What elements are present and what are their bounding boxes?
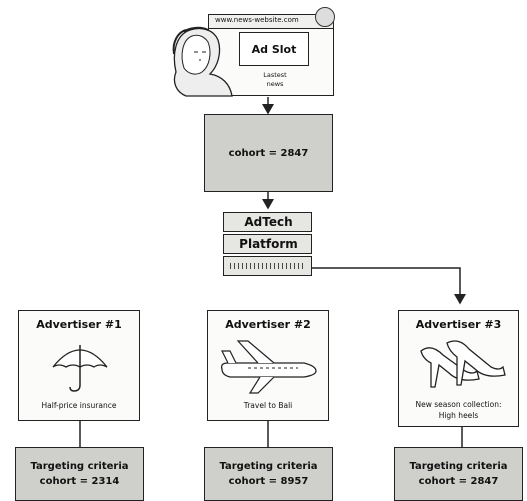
server-vent-lines bbox=[230, 263, 306, 269]
criteria-1-line-1: Targeting criteria bbox=[30, 461, 129, 472]
targeting-criteria-3: Targeting criteria cohort = 2847 bbox=[394, 447, 523, 501]
ad-slot-label: Ad Slot bbox=[251, 42, 297, 56]
advertiser-2-caption: Travel to Bali bbox=[243, 401, 293, 410]
criteria-1-line-2: cohort = 2314 bbox=[39, 476, 120, 487]
url-text: www.news-website.com bbox=[215, 16, 299, 24]
cohort-box: cohort = 2847 bbox=[204, 114, 333, 192]
umbrella-icon bbox=[52, 345, 108, 392]
high-heels-icon bbox=[420, 340, 506, 388]
advertiser-card-2: Advertiser #2 Travel to Bali bbox=[207, 310, 329, 421]
advertiser-3-title: Advertiser #3 bbox=[415, 318, 502, 331]
adtech-platform: AdTech Platform bbox=[223, 212, 312, 278]
server-slot-top: AdTech bbox=[223, 212, 312, 232]
criteria-3-line-2: cohort = 2847 bbox=[418, 476, 499, 487]
advertiser-3-caption: New season collection: High heels bbox=[399, 399, 518, 421]
advertiser-3-caption-line-1: New season collection: bbox=[415, 400, 502, 409]
adtech-line-2: Platform bbox=[239, 237, 298, 251]
news-text: Lastest news bbox=[247, 71, 303, 89]
criteria-3-line-1: Targeting criteria bbox=[409, 461, 508, 472]
ad-slot: Ad Slot bbox=[239, 32, 309, 66]
criteria-2-line-1: Targeting criteria bbox=[219, 461, 318, 472]
criteria-2-line-2: cohort = 8957 bbox=[228, 476, 309, 487]
advertiser-card-1: Advertiser #1 Half-price insurance bbox=[18, 310, 140, 421]
airplane-icon bbox=[220, 340, 317, 394]
browser-window: www.news-website.com Ad Slot Lastest new… bbox=[208, 7, 335, 96]
browser-address-bar: www.news-website.com bbox=[209, 15, 333, 29]
server-slot-bottom bbox=[223, 256, 312, 276]
adtech-line-1: AdTech bbox=[244, 215, 293, 229]
advertiser-1-caption: Half-price insurance bbox=[41, 401, 117, 410]
cohort-label: cohort = 2847 bbox=[228, 147, 309, 159]
advertiser-1-title: Advertiser #1 bbox=[36, 318, 122, 331]
advertiser-2-title: Advertiser #2 bbox=[225, 318, 311, 331]
news-line-2: news bbox=[266, 80, 284, 88]
arrow-adtech-to-advertiser-3 bbox=[312, 267, 466, 305]
browser-logo-icon bbox=[315, 7, 335, 27]
advertiser-3-caption-line-2: High heels bbox=[438, 411, 479, 420]
targeting-criteria-1: Targeting criteria cohort = 2314 bbox=[15, 447, 144, 501]
advertiser-card-3: Advertiser #3 New season collection: Hig… bbox=[398, 310, 519, 427]
targeting-criteria-2: Targeting criteria cohort = 8957 bbox=[204, 447, 333, 501]
news-line-1: Lastest bbox=[263, 71, 287, 79]
server-slot-middle: Platform bbox=[223, 234, 312, 254]
